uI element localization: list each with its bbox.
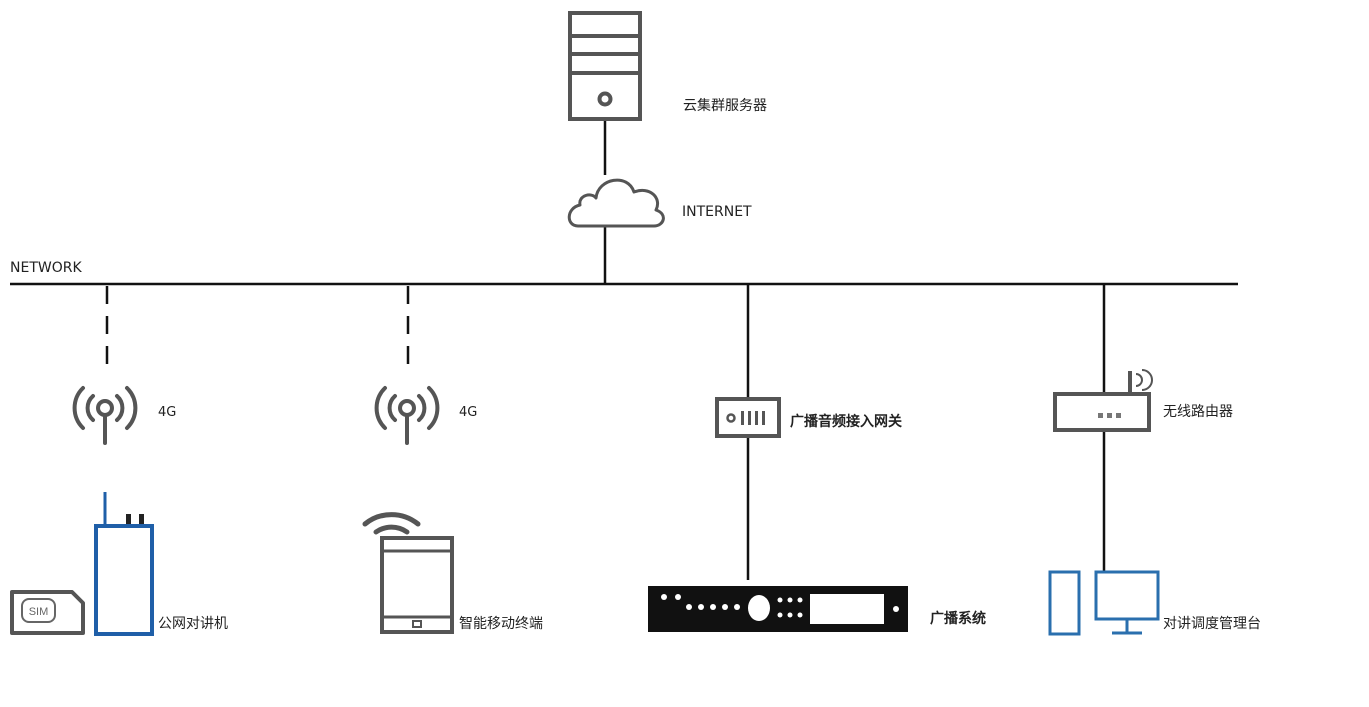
console-label: 对讲调度管理台 bbox=[1163, 616, 1261, 632]
tablet-icon bbox=[362, 512, 454, 634]
antenna-4g-mid-icon bbox=[374, 386, 440, 445]
radio-label: 公网对讲机 bbox=[158, 616, 228, 632]
internet-label: INTERNET bbox=[682, 204, 752, 220]
gateway-icon bbox=[715, 397, 781, 438]
broadcast-panel-icon bbox=[648, 586, 908, 632]
server-icon bbox=[568, 11, 642, 121]
network-label: NETWORK bbox=[10, 260, 82, 276]
console-icon bbox=[1048, 570, 1160, 636]
signal-4g-mid-label: 4G bbox=[459, 405, 478, 420]
router-icon bbox=[1053, 369, 1153, 432]
tablet-label: 智能移动终端 bbox=[459, 616, 543, 632]
walkie-talkie-icon bbox=[94, 492, 154, 636]
sim-card-icon bbox=[10, 590, 85, 635]
signal-4g-left-label: 4G bbox=[158, 405, 177, 420]
wifi-icon bbox=[362, 512, 421, 527]
gateway-label: 广播音频接入网关 bbox=[790, 414, 902, 430]
antenna-4g-left-icon bbox=[72, 386, 138, 445]
broadcast-label: 广播系统 bbox=[930, 611, 986, 627]
router-label: 无线路由器 bbox=[1163, 404, 1233, 420]
cloud-server-label: 云集群服务器 bbox=[683, 98, 767, 114]
sim-label: SIM bbox=[29, 606, 49, 618]
cloud-icon bbox=[567, 178, 665, 228]
